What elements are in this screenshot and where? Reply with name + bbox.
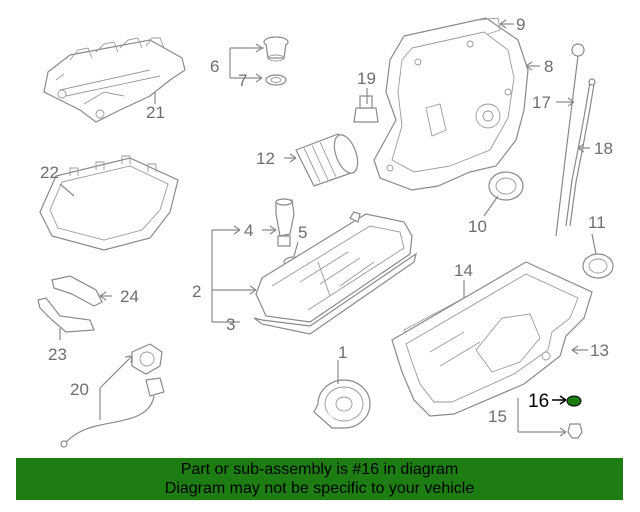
part-9-gasket[interactable]: [477, 17, 501, 35]
callout-10: 10: [468, 217, 487, 236]
callout-6: 6: [210, 57, 219, 76]
part-18-dipstick-tube[interactable]: [565, 78, 596, 227]
part-24-guide[interactable]: [51, 275, 103, 307]
leader-lines: [59, 19, 597, 437]
part-7-o-ring[interactable]: [265, 74, 287, 86]
part-1-pulley[interactable]: [313, 379, 371, 429]
callout-14: 14: [454, 261, 473, 280]
part-22-gasket[interactable]: [39, 155, 179, 251]
part-11-seal[interactable]: [582, 253, 614, 279]
callout-9: 9: [516, 15, 525, 34]
callout-labels: 1 2 3 4 5 6 7 8 9 10 11 12 13 14 15 16 1…: [40, 15, 613, 426]
callout-7: 7: [238, 71, 247, 90]
callout-17: 17: [532, 93, 551, 112]
banner-line-2: Diagram may not be specific to your vehi…: [164, 480, 475, 497]
callout-21: 21: [146, 103, 165, 122]
callout-18: 18: [594, 139, 613, 158]
part-13-oil-pan[interactable]: [391, 261, 593, 417]
part-16-highlighted[interactable]: [566, 395, 582, 407]
banner-line-1: Part or sub-assembly is #16 in diagram: [180, 461, 459, 478]
part-20-sensor[interactable]: [60, 343, 165, 448]
callout-8: 8: [544, 57, 553, 76]
callout-19: 19: [357, 69, 376, 88]
callout-15: 15: [488, 407, 507, 426]
part-12-oil-filter[interactable]: [295, 132, 362, 187]
callout-1: 1: [338, 343, 347, 362]
engine-parts-diagram: 1 2 3 4 5 6 7 8 9 10 11 12 13 14 15 16 1…: [37, 15, 614, 448]
part-17-dipstick[interactable]: [555, 43, 585, 237]
part-23-guide[interactable]: [37, 297, 95, 333]
part-3-valve-cover-gasket[interactable]: [253, 252, 417, 335]
callout-23: 23: [48, 345, 67, 364]
part-15-drain-plug[interactable]: [567, 423, 583, 439]
part-4-breather[interactable]: [275, 198, 295, 247]
callout-5: 5: [298, 223, 307, 242]
callout-4: 4: [244, 221, 253, 240]
callout-12: 12: [256, 149, 275, 168]
part-8-timing-cover[interactable]: [373, 17, 529, 191]
callout-2: 2: [192, 282, 201, 301]
callout-16: 16: [528, 391, 549, 412]
callout-20: 20: [70, 380, 89, 399]
callout-13: 13: [590, 341, 609, 360]
callout-22: 22: [40, 163, 59, 182]
part-21-intake-manifold[interactable]: [43, 37, 186, 123]
part-2-valve-cover[interactable]: [255, 211, 413, 323]
info-banner: Part or sub-assembly is #16 in diagram D…: [16, 458, 623, 500]
part-19-sensor[interactable]: [353, 95, 379, 123]
callout-24: 24: [120, 287, 139, 306]
part-6-cap[interactable]: [263, 36, 289, 62]
callout-3: 3: [226, 315, 235, 334]
callout-11: 11: [588, 213, 606, 232]
part-10-seal[interactable]: [488, 171, 524, 201]
